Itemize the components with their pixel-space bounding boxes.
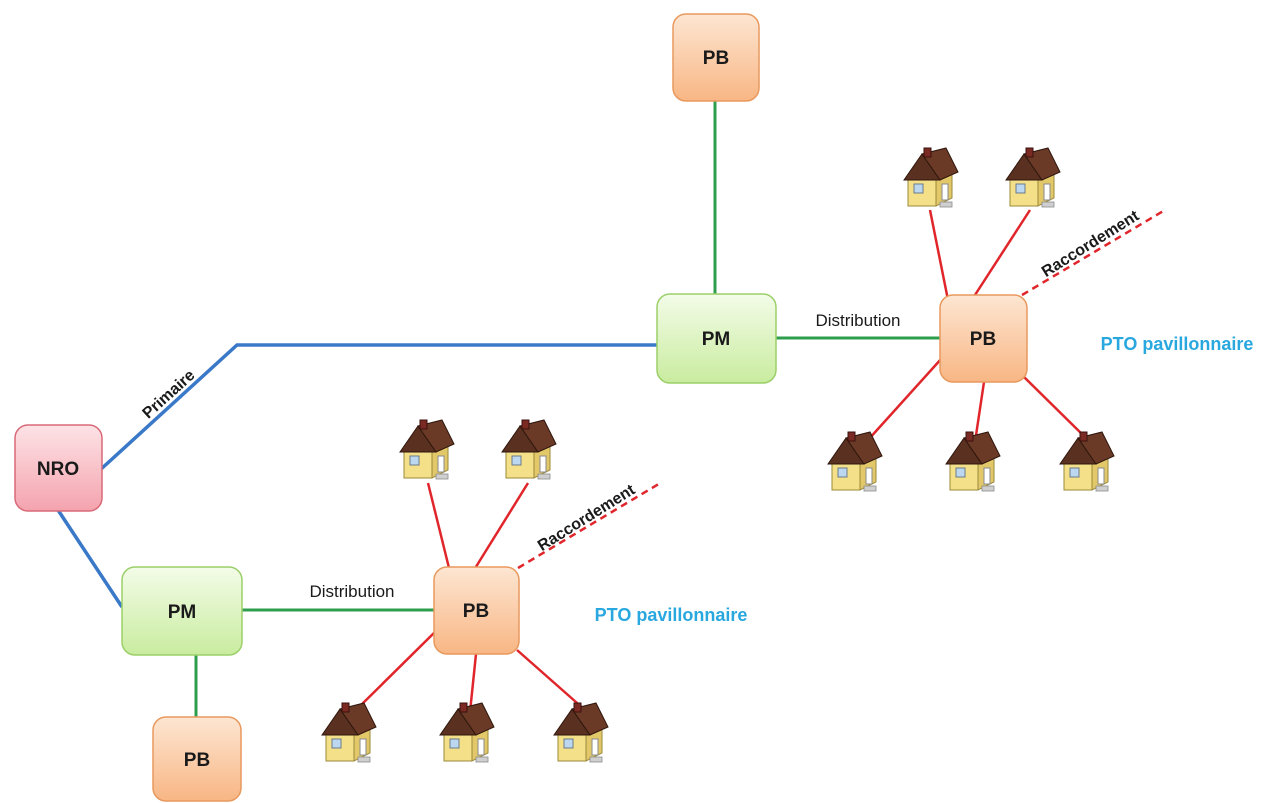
drop-line bbox=[355, 629, 438, 711]
primary-link-nro-pm-bottom bbox=[56, 509, 124, 608]
house-icon bbox=[501, 419, 557, 480]
node-pm-bottom[interactable]: PM bbox=[121, 566, 243, 656]
node-pb-center[interactable]: PB bbox=[433, 566, 520, 655]
house-icon bbox=[903, 147, 959, 208]
raccordement-top-label: Raccordement bbox=[1039, 207, 1143, 281]
node-pm-top[interactable]: PM bbox=[656, 293, 777, 384]
primary-link-nro-pm-top bbox=[98, 343, 660, 472]
pto-top-label: PTO pavillonnaire bbox=[1101, 334, 1254, 354]
primaire-label: Primaire bbox=[140, 367, 199, 423]
pb-top-label: PB bbox=[703, 48, 729, 69]
pto-bottom-label: PTO pavillonnaire bbox=[595, 605, 748, 625]
house-icon bbox=[945, 431, 1001, 492]
node-pb-top[interactable]: PB bbox=[672, 13, 760, 102]
raccordement-dashed-bottom bbox=[517, 480, 663, 570]
house-icon bbox=[1059, 431, 1115, 492]
drop-line bbox=[468, 653, 478, 713]
drop-line bbox=[928, 209, 950, 301]
pb-bottom-label: PB bbox=[184, 750, 210, 771]
distribution-links bbox=[194, 101, 940, 717]
distribution-top-label: Distribution bbox=[815, 311, 900, 330]
pm-top-label: PM bbox=[702, 329, 731, 350]
pm-bottom-label: PM bbox=[168, 602, 197, 623]
pb-center-label: PB bbox=[463, 601, 489, 622]
raccordement-links bbox=[355, 208, 1166, 713]
drop-line bbox=[973, 381, 986, 443]
pb-right-label: PB bbox=[970, 329, 996, 350]
house-icon bbox=[399, 419, 455, 480]
raccordement-dashed-top bbox=[1021, 208, 1166, 297]
house-icon bbox=[553, 702, 609, 763]
house-icon bbox=[439, 702, 495, 763]
drop-line bbox=[973, 209, 1032, 296]
primary-links bbox=[56, 343, 660, 608]
drop-line bbox=[426, 482, 452, 573]
house-icon bbox=[827, 431, 883, 492]
house-icon bbox=[321, 702, 377, 763]
node-nro[interactable]: NRO bbox=[14, 424, 103, 512]
nro-label: NRO bbox=[37, 459, 79, 480]
raccordement-bottom-label: Raccordement bbox=[535, 481, 639, 555]
distribution-bottom-label: Distribution bbox=[309, 582, 394, 601]
drop-line bbox=[472, 482, 530, 571]
drop-line bbox=[867, 357, 943, 441]
node-pb-bottom[interactable]: PB bbox=[152, 716, 242, 802]
node-pb-right[interactable]: PB bbox=[939, 294, 1028, 383]
drop-line bbox=[516, 649, 586, 711]
house-icon bbox=[1005, 147, 1061, 208]
drop-line bbox=[1021, 374, 1089, 441]
